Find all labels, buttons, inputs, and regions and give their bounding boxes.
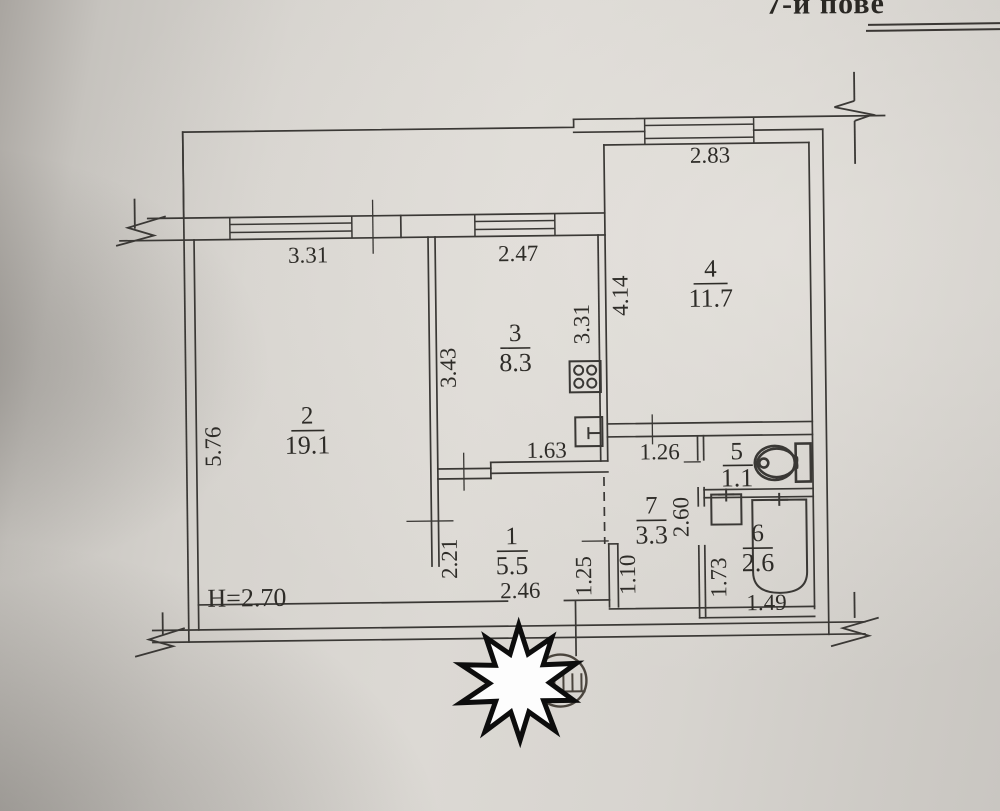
room-7-area: 3.3 [635,520,668,549]
walls [119,114,886,657]
wall-break-symbols [115,71,879,658]
break-bottom-left [134,612,186,658]
dim-hall-left: 2.21 [437,539,462,580]
dim-hall-bottom: 2.46 [500,578,541,603]
dim-room7-right: 2.60 [668,497,693,538]
room2-window [228,216,353,240]
room-3-label: 3 8.3 [499,320,532,377]
dim-corridor-top: 1.26 [639,439,680,464]
room-7-number: 7 [645,492,658,519]
room-4-number: 4 [704,256,717,283]
windows [228,117,755,240]
stove-icon [568,360,602,394]
room-5-label: 5 1.1 [721,438,754,492]
room-2-label: 2 19.1 [285,403,331,460]
dim-room2-top: 3.31 [288,242,329,267]
dim-kitchen-top: 2.47 [498,241,539,266]
room-7-label: 7 3.3 [635,492,668,549]
room-2-number: 2 [301,403,314,430]
room-4-area: 11.7 [688,283,733,313]
washbasin-icon [710,488,743,526]
redaction-star [451,616,585,749]
dim-room2-left: 5.76 [200,426,225,467]
dim-kitchen-right: 3.31 [569,304,594,345]
room-6-label: 6 2.6 [742,520,775,577]
room-6-area: 2.6 [742,548,775,577]
toilet-icon [753,442,813,483]
room-2-area: 19.1 [285,430,331,460]
dim-kitchen-bottom: 1.63 [526,437,567,462]
dim-room4-left: 4.14 [607,275,632,316]
room-5-number: 5 [730,438,743,465]
room4-window [643,117,755,145]
room-1-number: 1 [505,523,518,550]
dim-room7-left: 1.10 [615,554,640,595]
room-5-area: 1.1 [721,463,754,492]
dimension-ticks [371,199,701,542]
break-top-right [834,71,876,164]
room-4-label: 4 11.7 [688,256,733,313]
bathtub-icon [751,492,809,594]
break-top-left [115,198,166,247]
floor-title: 7-и пове [765,0,885,21]
dim-bath-bottom: 1.49 [746,590,787,615]
dim-room4-top: 2.83 [690,142,731,167]
ceiling-height-note: H=2.70 [207,583,286,613]
dim-kitchen-left: 3.43 [435,348,460,389]
labels: 3.31 2.47 2.83 1.63 1.26 2.46 1.49 5.76 … [200,142,787,615]
kitchen-sink-icon [574,415,604,448]
room-3-number: 3 [509,320,522,347]
room-3-area: 8.3 [499,348,532,377]
break-bottom-right [830,591,879,648]
room-1-area: 5.5 [496,551,529,580]
kitchen-window [473,213,556,237]
dim-hall-right: 1.25 [571,556,596,597]
room-1-label: 1 5.5 [496,523,529,580]
room-6-number: 6 [751,520,764,547]
dashed-partition [603,476,606,544]
balcony-wall [181,118,575,219]
dim-bath-left: 1.73 [706,557,731,598]
